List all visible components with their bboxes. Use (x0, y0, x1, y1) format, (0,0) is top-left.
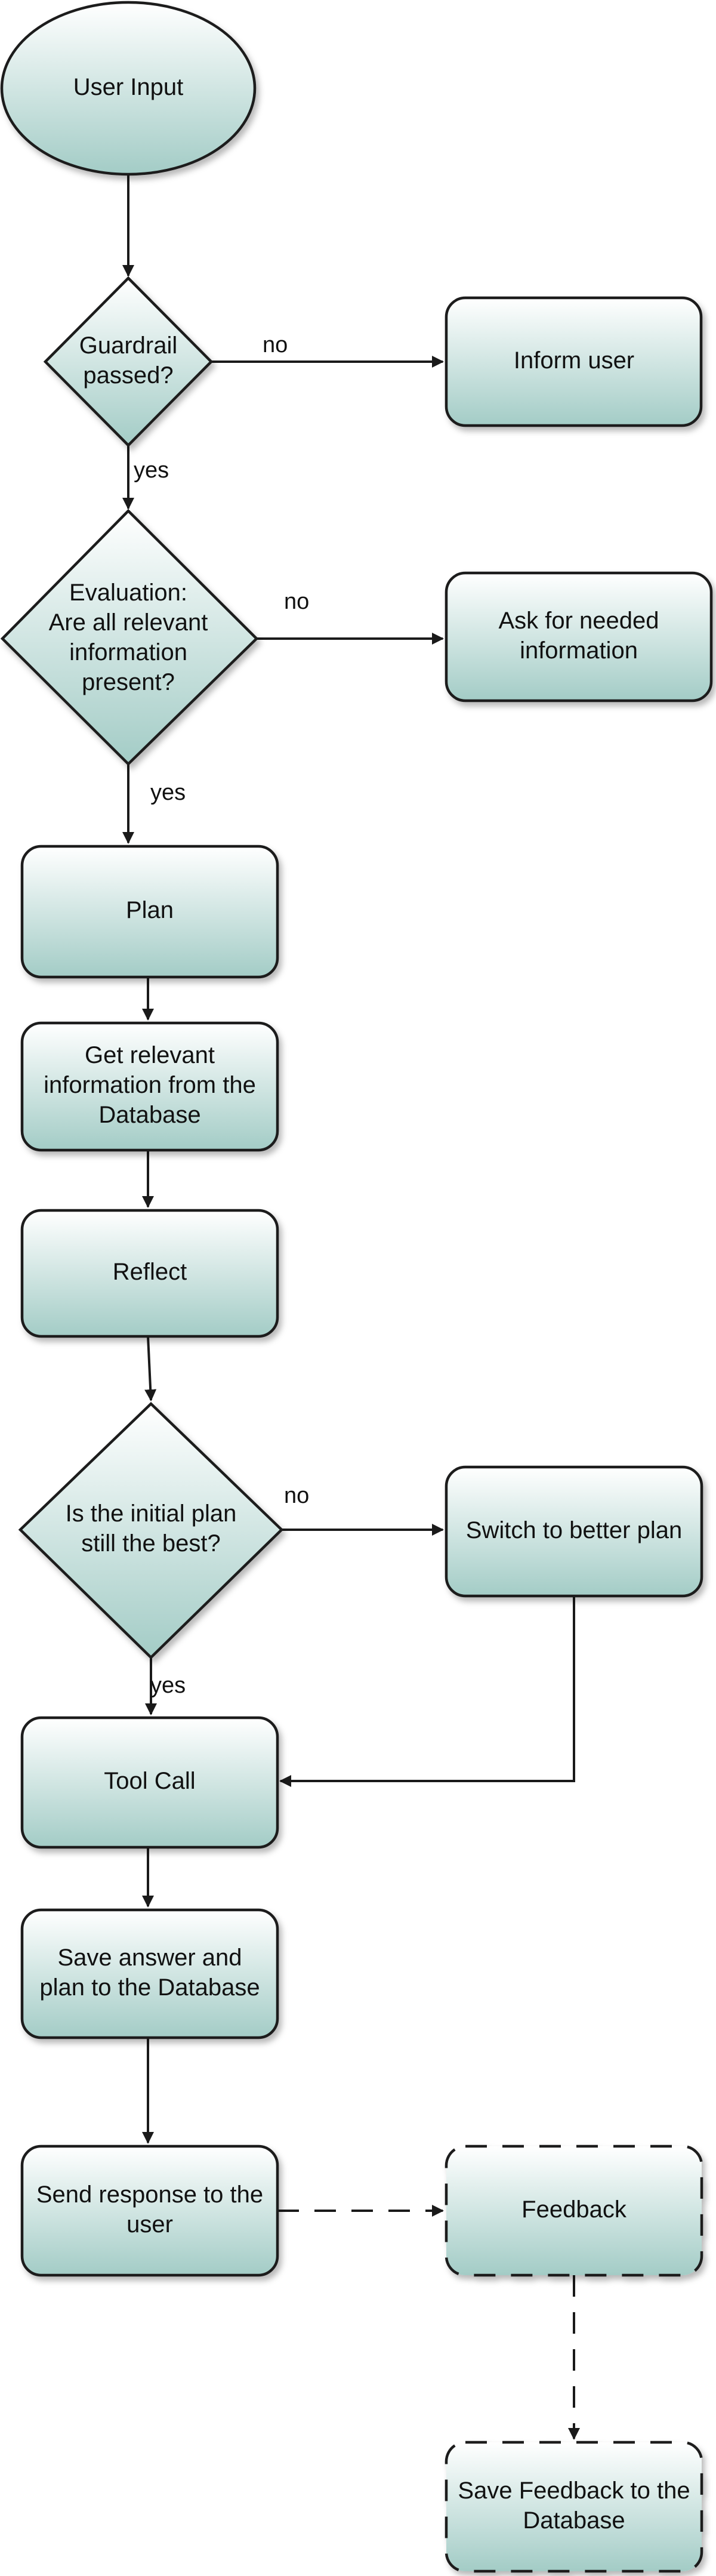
label-line: Get relevant (85, 1042, 215, 1068)
node-save-feedback (445, 2441, 703, 2573)
label-line: Database (523, 2507, 625, 2534)
label-line: Save answer and (57, 1945, 242, 1971)
node-switch-plan (445, 1465, 703, 1598)
node-send-response (20, 2144, 279, 2277)
label-line: passed? (83, 362, 173, 389)
label-line: Feedback (521, 2196, 627, 2223)
node-save-answer (20, 1908, 279, 2039)
edges (122, 174, 580, 2440)
node-tool-call (20, 1716, 279, 1849)
label-line: Evaluation: (69, 580, 187, 606)
label-line: Is the initial plan (66, 1500, 237, 1527)
node-plan (20, 845, 279, 979)
label-line: Guardrail (79, 332, 178, 359)
label-reflect: Reflect (113, 1259, 187, 1285)
label-line: Database (98, 1102, 200, 1128)
node-initial-plan-check (18, 1401, 284, 1660)
label-line: present? (82, 669, 175, 695)
edge-label-plan-check-yes: yes (150, 1673, 186, 1698)
label-line: information (69, 639, 187, 665)
node-guardrail (43, 276, 214, 448)
edge-label-plan-check-no: no (284, 1483, 309, 1508)
label-line: Send response to the (36, 2181, 263, 2208)
label-tool-call: Tool Call (104, 1768, 195, 1794)
label-line: information (520, 637, 638, 664)
label-line: Reflect (113, 1259, 187, 1285)
edge-label-evaluation-yes: yes (150, 780, 186, 805)
node-inform-user (445, 296, 703, 427)
label-guardrail: Guardrail passed? (79, 332, 178, 389)
label-line: user (126, 2211, 173, 2238)
node-user-input (0, 1, 257, 176)
edge-labels: no yes no yes no yes (134, 332, 309, 1698)
label-save-answer: Save answer and plan to the Database (39, 1945, 260, 2001)
label-line: Tool Call (104, 1768, 195, 1794)
label-plan: Plan (126, 897, 174, 923)
label-user-input: User Input (73, 74, 184, 100)
node-evaluation (0, 509, 259, 766)
label-evaluation: Evaluation: Are all relevant information pr… (49, 580, 208, 695)
label-feedback: Feedback (521, 2196, 627, 2223)
edge-switch-plan-to-tool-call (279, 1596, 575, 1787)
label-line: plan to the Database (39, 1974, 260, 2001)
label-line: still the best? (81, 1530, 220, 1557)
edge-label-evaluation-no: no (284, 589, 309, 614)
label-line: Are all relevant (49, 609, 208, 636)
label-line: Switch to better plan (466, 1517, 682, 1543)
edge-label-guardrail-no: no (263, 332, 288, 358)
node-ask-info (445, 571, 713, 702)
label-switch-plan: Switch to better plan (466, 1517, 682, 1543)
label-inform-user: Inform user (514, 347, 634, 374)
label-line: Save Feedback to the (458, 2478, 690, 2504)
label-line: Ask for needed (498, 608, 659, 634)
label-ask-info: Ask for needed information (498, 608, 659, 664)
node-feedback (445, 2144, 703, 2277)
label-initial-plan-check: Is the initial plan still the best? (66, 1500, 237, 1557)
edge-label-guardrail-yes: yes (134, 458, 169, 483)
label-line: User Input (73, 74, 184, 100)
label-send-response: Send response to the user (36, 2181, 263, 2238)
label-line: information from the (44, 1072, 256, 1098)
edge-reflect-to-plan-check (144, 1336, 157, 1401)
label-line: Plan (126, 897, 174, 923)
label-line: Inform user (514, 347, 634, 374)
node-get-info (20, 1021, 279, 1152)
node-reflect (20, 1209, 279, 1338)
